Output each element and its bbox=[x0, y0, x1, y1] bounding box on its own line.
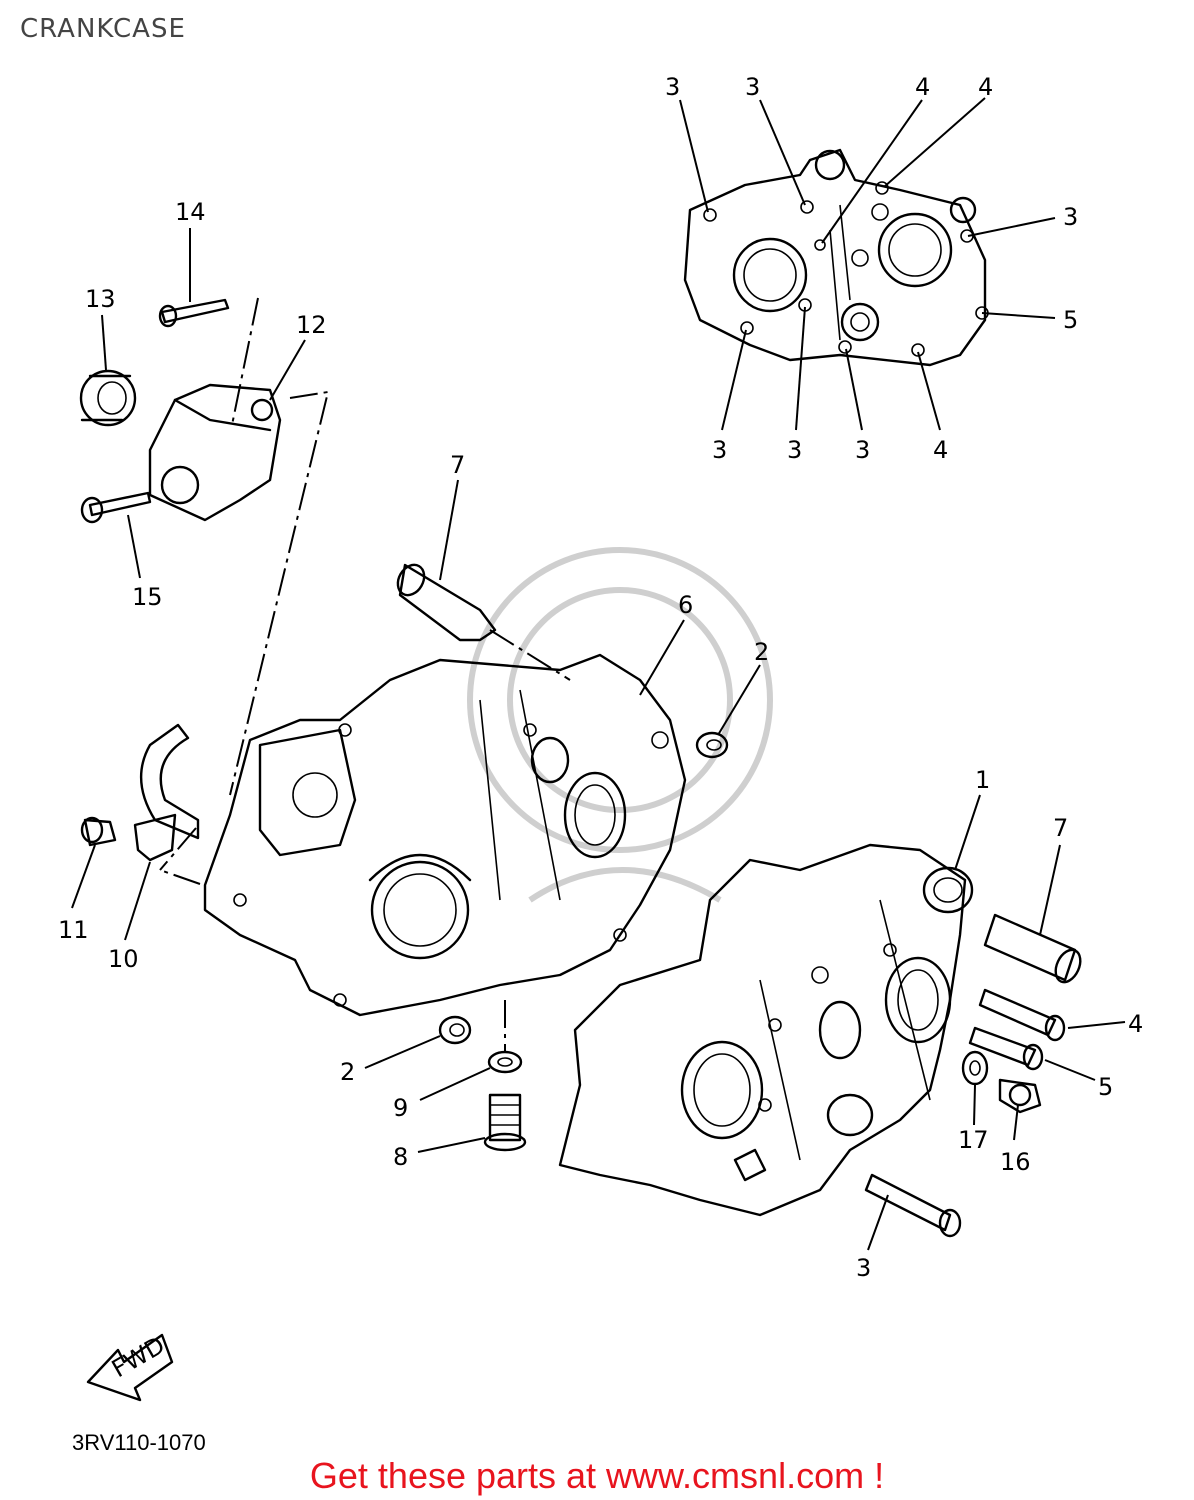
crankcase-left-6 bbox=[203, 653, 687, 1017]
callout-3: 3 bbox=[712, 436, 727, 464]
callout-4: 4 bbox=[1128, 1010, 1143, 1038]
collar-2-upper bbox=[695, 731, 729, 759]
callout-3: 3 bbox=[1063, 203, 1078, 231]
part-code: 3RV110-1070 bbox=[72, 1430, 206, 1455]
callout-15: 15 bbox=[132, 583, 163, 611]
callout-9: 9 bbox=[393, 1094, 408, 1122]
fwd-arrow-icon: FWD bbox=[86, 1331, 174, 1402]
crankcase-top-view bbox=[683, 148, 989, 367]
bolt-15 bbox=[80, 491, 152, 524]
callout-13: 13 bbox=[85, 285, 116, 313]
callout-5: 5 bbox=[1098, 1073, 1113, 1101]
callout-3: 3 bbox=[665, 73, 680, 101]
screw-11 bbox=[80, 816, 117, 847]
callout-3: 3 bbox=[856, 1254, 871, 1282]
oil-seal-13 bbox=[79, 369, 137, 427]
callout-4: 4 bbox=[933, 436, 948, 464]
callout-12: 12 bbox=[296, 311, 327, 339]
callout-7: 7 bbox=[450, 451, 465, 479]
dowel-pin-7-top bbox=[396, 563, 497, 642]
callout-5: 5 bbox=[1063, 306, 1078, 334]
callout-4: 4 bbox=[915, 73, 930, 101]
assembly-guide-lines bbox=[159, 297, 571, 1052]
fwd-label: FWD bbox=[107, 1331, 170, 1383]
promo-link[interactable]: Get these parts at www.cmsnl.com ! bbox=[309, 1455, 885, 1496]
page-title: CRANKCASE bbox=[20, 14, 186, 44]
oil-pump-assembly bbox=[148, 383, 282, 522]
bolt-16 bbox=[998, 1078, 1042, 1114]
callout-8: 8 bbox=[393, 1143, 408, 1171]
watermark-logo bbox=[467, 547, 773, 903]
bolt-4 bbox=[978, 988, 1066, 1042]
bolt-3-lower bbox=[864, 1173, 962, 1238]
leader-lines bbox=[71, 97, 1126, 1251]
drain-bolt-8 bbox=[483, 1093, 527, 1152]
bolt-5 bbox=[968, 1026, 1044, 1071]
callout-4: 4 bbox=[978, 73, 993, 101]
dowel-pin-7-right bbox=[983, 913, 1082, 984]
crankcase-right-1 bbox=[558, 843, 974, 1217]
callout-7: 7 bbox=[1053, 814, 1068, 842]
callout-16: 16 bbox=[1000, 1148, 1031, 1176]
callout-3: 3 bbox=[855, 436, 870, 464]
bolt-14 bbox=[158, 298, 230, 328]
callout-2: 2 bbox=[340, 1058, 355, 1086]
washer-17 bbox=[961, 1050, 989, 1086]
callout-17: 17 bbox=[958, 1126, 989, 1154]
callout-11: 11 bbox=[58, 916, 89, 944]
callout-6: 6 bbox=[678, 591, 693, 619]
collar-2-lower bbox=[438, 1015, 472, 1045]
callout-numbers: 3 3 4 4 3 5 3 3 3 4 14 13 12 15 7 6 2 1 … bbox=[58, 73, 1143, 1282]
callout-10: 10 bbox=[108, 945, 139, 973]
callout-14: 14 bbox=[175, 198, 206, 226]
callout-2: 2 bbox=[754, 638, 769, 666]
callout-3: 3 bbox=[787, 436, 802, 464]
callout-3: 3 bbox=[745, 73, 760, 101]
gasket-9 bbox=[487, 1050, 523, 1074]
retainer-plate-10 bbox=[133, 723, 200, 862]
callout-1: 1 bbox=[975, 766, 990, 794]
